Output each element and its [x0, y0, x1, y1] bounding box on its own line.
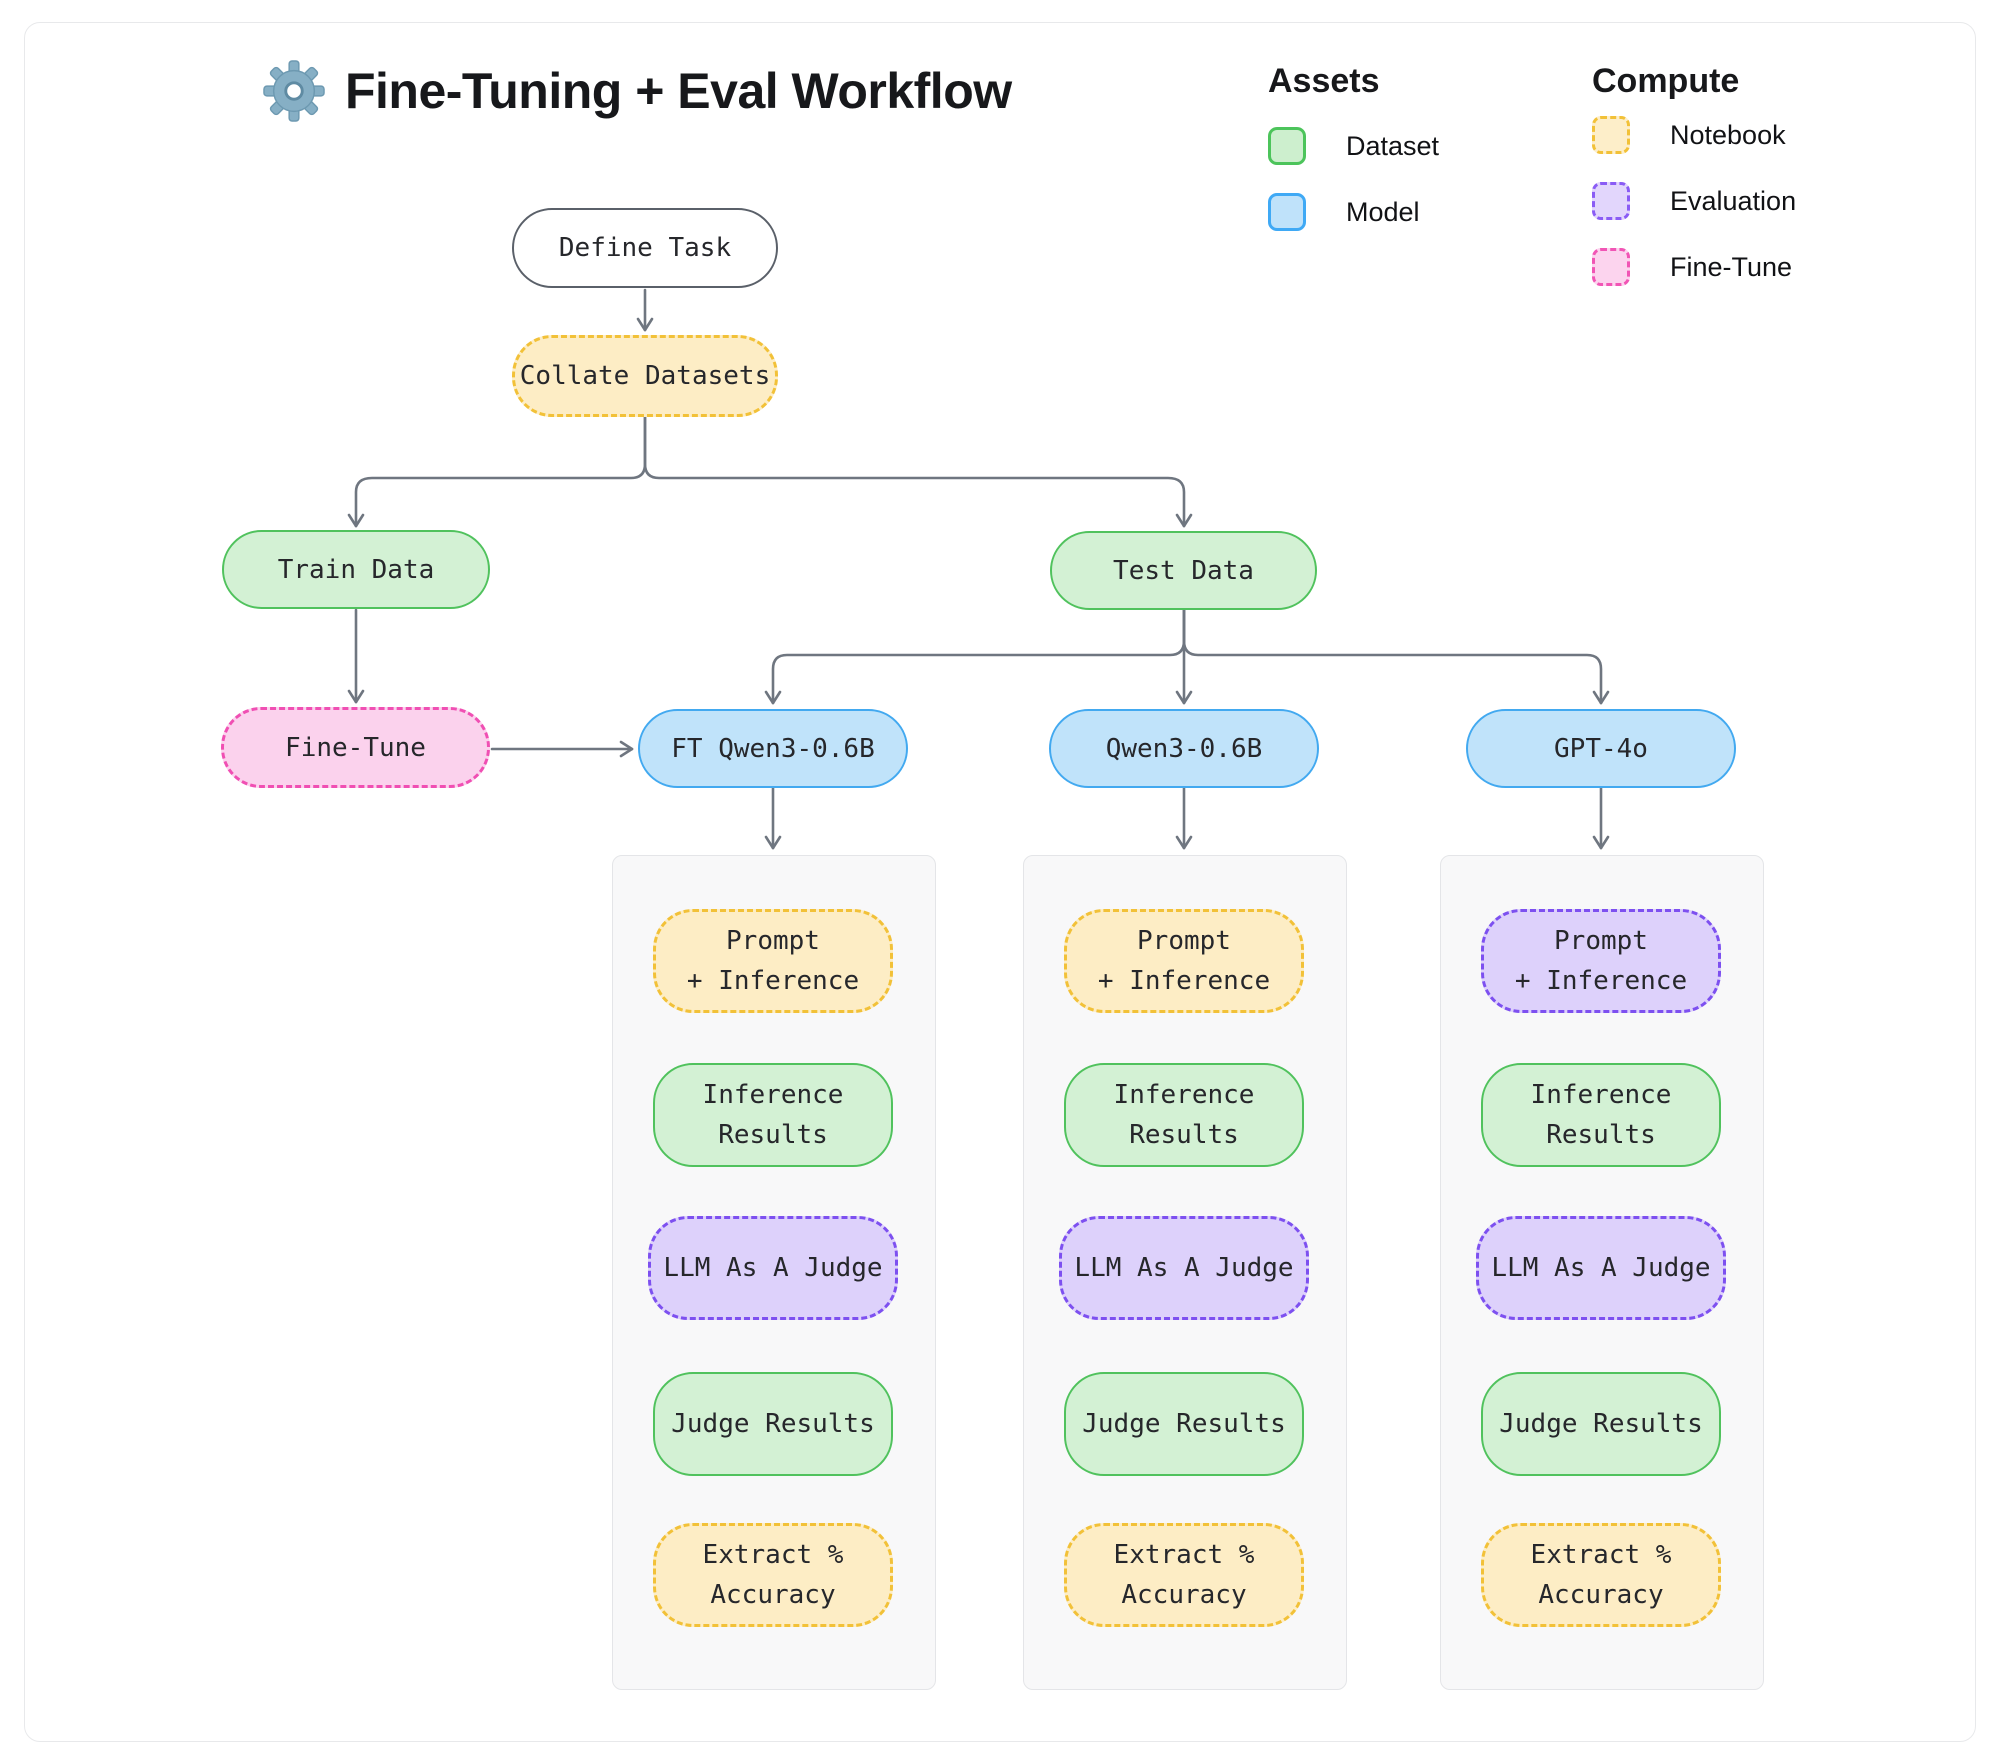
node-label-line1: Extract % — [1113, 1540, 1255, 1570]
node-label-line1: Extract % — [1530, 1540, 1672, 1570]
node-label: Train Data — [277, 554, 435, 585]
node-label-line1: Extract % — [702, 1540, 844, 1570]
legend-item-finetune: Fine-Tune — [1592, 247, 1796, 287]
node-collate-datasets: Collate Datasets — [512, 335, 778, 417]
legend-item-evaluation: Evaluation — [1592, 181, 1796, 221]
node-extract-accuracy: Extract % Accuracy — [1481, 1523, 1721, 1627]
node-model-qwen3: Qwen3-0.6B — [1049, 709, 1319, 788]
node-label: Qwen3-0.6B — [1105, 733, 1263, 764]
node-label-line2: Results — [1546, 1120, 1656, 1150]
node-llm-as-a-judge: LLM As A Judge — [1476, 1216, 1726, 1320]
node-model-gpt4o: GPT-4o — [1466, 709, 1736, 788]
node-label-line1: LLM As A Judge — [1074, 1253, 1294, 1283]
node-judge-results: Judge Results — [1481, 1372, 1721, 1476]
node-extract-accuracy: Extract % Accuracy — [653, 1523, 893, 1627]
dataset-swatch-icon — [1268, 127, 1306, 165]
node-judge-results: Judge Results — [653, 1372, 893, 1476]
node-label-line1: Prompt — [726, 926, 820, 956]
node-label-line1: Prompt — [1137, 926, 1231, 956]
node-label: FT Qwen3-0.6B — [671, 733, 875, 764]
legend-compute: Compute Notebook Evaluation Fine-Tune — [1592, 62, 1796, 313]
node-llm-as-a-judge: LLM As A Judge — [1059, 1216, 1309, 1320]
legend-label: Fine-Tune — [1670, 251, 1793, 282]
node-train-data: Train Data — [222, 530, 490, 609]
node-label: Fine-Tune — [285, 732, 426, 763]
node-inference-results: Inference Results — [653, 1063, 893, 1167]
model-swatch-icon — [1268, 193, 1306, 231]
notebook-swatch-icon — [1592, 116, 1630, 154]
node-label-line2: + Inference — [1097, 966, 1271, 996]
node-label: Collate Datasets — [519, 361, 771, 391]
node-label-line2: Accuracy — [1538, 1580, 1664, 1610]
node-prompt-inference: Prompt + Inference — [1481, 909, 1721, 1013]
node-label: GPT-4o — [1554, 733, 1648, 764]
legend-assets: Assets Dataset Model — [1268, 62, 1439, 258]
gear-icon — [263, 60, 325, 122]
node-label-line2: + Inference — [1514, 966, 1688, 996]
node-label-line1: Prompt — [1554, 926, 1648, 956]
node-extract-accuracy: Extract % Accuracy — [1064, 1523, 1304, 1627]
legend-label: Notebook — [1670, 119, 1786, 150]
node-label-line2: Results — [1129, 1120, 1239, 1150]
legend-assets-heading: Assets — [1268, 62, 1380, 100]
node-label-line1: LLM As A Judge — [663, 1253, 883, 1283]
node-label-line2: Accuracy — [1121, 1580, 1247, 1610]
node-define-task: Define Task — [512, 208, 778, 288]
node-prompt-inference: Prompt + Inference — [1064, 909, 1304, 1013]
node-test-data: Test Data — [1050, 531, 1317, 610]
legend-item-dataset: Dataset — [1268, 126, 1439, 166]
node-label-line1: Judge Results — [671, 1409, 875, 1439]
node-label-line1: LLM As A Judge — [1491, 1253, 1711, 1283]
legend-item-model: Model — [1268, 192, 1439, 232]
node-label-line1: Judge Results — [1082, 1409, 1286, 1439]
node-label-line1: Judge Results — [1499, 1409, 1703, 1439]
node-inference-results: Inference Results — [1481, 1063, 1721, 1167]
node-fine-tune: Fine-Tune — [221, 707, 490, 788]
legend-label: Dataset — [1346, 130, 1440, 161]
node-label-line2: Accuracy — [710, 1580, 836, 1610]
node-label: Define Task — [558, 233, 732, 263]
node-label-line1: Inference — [1113, 1080, 1255, 1110]
finetune-swatch-icon — [1592, 248, 1630, 286]
legend-item-notebook: Notebook — [1592, 115, 1796, 155]
node-label-line2: + Inference — [686, 966, 860, 996]
title-text: Fine-Tuning + Eval Workflow — [345, 63, 1012, 119]
node-judge-results: Judge Results — [1064, 1372, 1304, 1476]
node-label: Test Data — [1113, 555, 1254, 586]
node-inference-results: Inference Results — [1064, 1063, 1304, 1167]
legend-label: Evaluation — [1670, 185, 1797, 216]
node-prompt-inference: Prompt + Inference — [653, 909, 893, 1013]
node-model-ft-qwen3: FT Qwen3-0.6B — [638, 709, 908, 788]
evaluation-swatch-icon — [1592, 182, 1630, 220]
page-title: Fine-Tuning + Eval Workflow — [263, 60, 1012, 122]
node-llm-as-a-judge: LLM As A Judge — [648, 1216, 898, 1320]
legend-compute-heading: Compute — [1592, 62, 1740, 100]
legend-label: Model — [1346, 196, 1420, 227]
node-label-line1: Inference — [702, 1080, 844, 1110]
node-label-line2: Results — [718, 1120, 828, 1150]
node-label-line1: Inference — [1530, 1080, 1672, 1110]
